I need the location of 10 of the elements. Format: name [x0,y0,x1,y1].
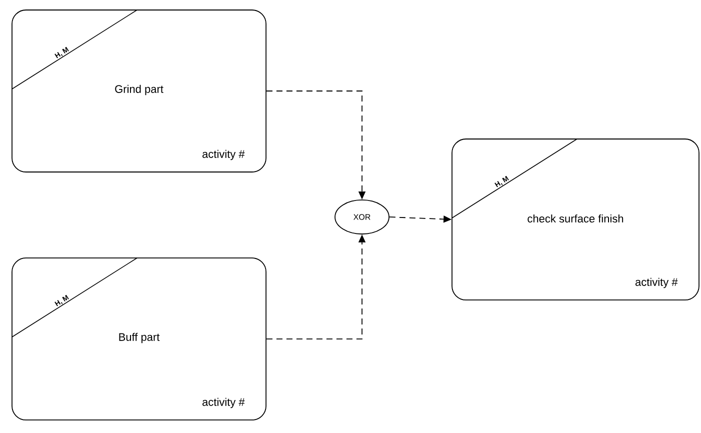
activity-number: activity # [635,278,678,288]
activity-number: activity # [202,150,245,160]
xor-junction: XOR [334,200,390,234]
activity-name: Grind part [115,84,164,96]
activity-box [452,138,700,300]
activity-number: activity # [202,398,245,408]
activity-box [12,10,266,172]
activity-box [12,258,266,420]
activity-name: Buff part [119,332,160,344]
activity-name: check surface finish [528,214,624,223]
